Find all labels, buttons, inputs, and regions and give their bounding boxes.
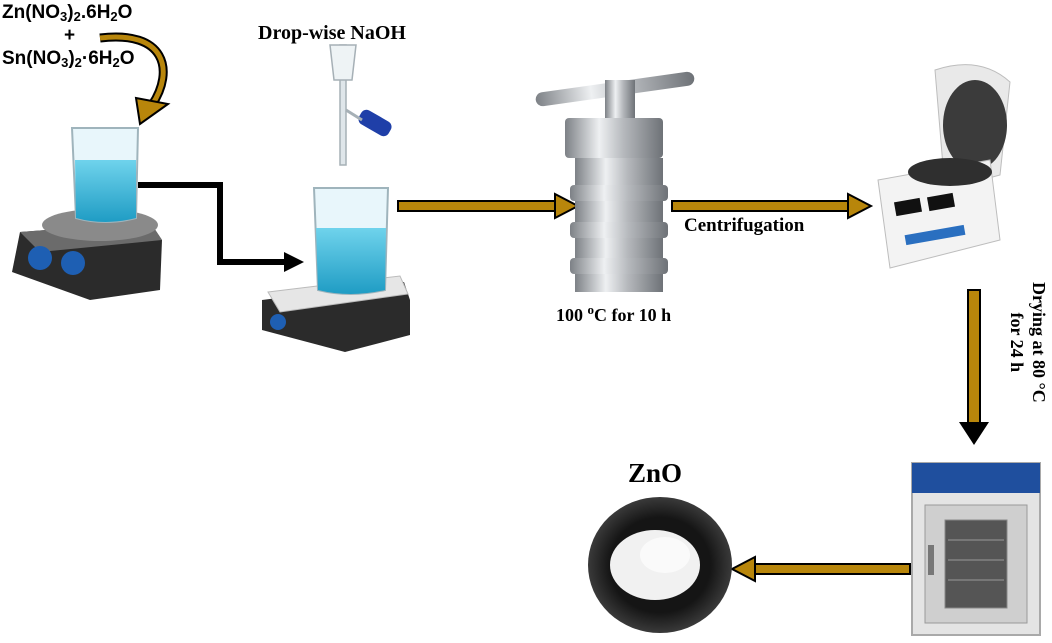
flow-arrow-to-oven [959,289,989,445]
knob-icon [61,251,85,275]
drying-oven [911,462,1041,636]
hotplate-stirrer-1 [12,209,162,300]
curved-mixing-arrow [99,32,171,126]
knob-icon [270,314,286,330]
flow-arrow-to-centrifuge [671,192,874,220]
beaker-1 [70,127,140,223]
flow-arrow-to-autoclave [397,192,581,220]
hydrothermal-autoclave [535,71,695,292]
centrifugation-label: Centrifugation [684,215,805,236]
zno-powder-bowl [588,497,732,633]
sn-nitrate-formula: Sn(NO3)2·6H2O [2,48,135,70]
flow-arrow-black [138,182,304,272]
dropwise-naoh-label: Drop-wise NaOH [258,22,406,44]
centrifuge [877,64,1011,269]
zno-product-label: ZnO [628,458,683,488]
knob-icon [28,246,52,270]
flow-arrow-to-product [729,555,911,583]
autoclave-condition-label: 100 oC for 10 h [556,302,672,325]
plus-sign: + [64,25,76,46]
dropping-funnel [329,44,392,166]
beaker-2 [312,187,390,295]
zn-nitrate-formula: Zn(NO3)2.6H2O [2,2,133,24]
